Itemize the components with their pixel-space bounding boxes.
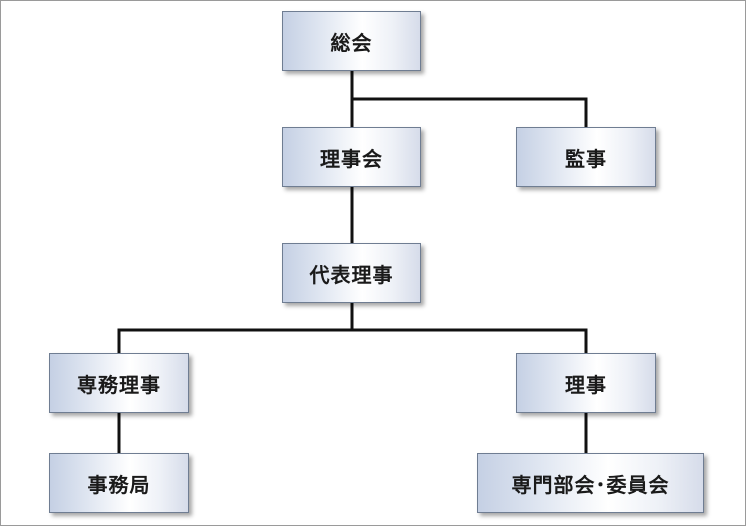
node-label: 専門部会･委員会 [511,472,670,497]
node-label: 理事会 [320,146,383,171]
node-executive-director: 専務理事 [49,353,189,413]
node-label: 総会 [330,30,373,55]
node-label: 理事 [565,372,607,397]
node-secretariat: 事務局 [49,453,189,513]
node-label: 代表理事 [309,262,394,287]
node-director: 理事 [516,353,656,413]
node-auditor: 監事 [516,127,656,187]
node-label: 事務局 [87,472,151,497]
node-general-assembly: 総会 [282,11,421,71]
node-board: 理事会 [282,127,421,187]
node-committees: 専門部会･委員会 [477,453,704,513]
node-representative-director: 代表理事 [282,243,421,303]
node-label: 専務理事 [77,372,161,397]
node-label: 監事 [565,146,607,171]
